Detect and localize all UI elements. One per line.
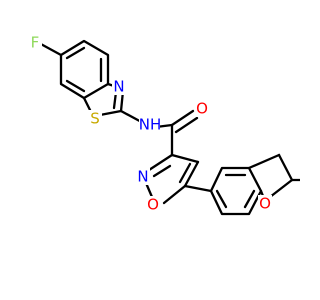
dihydrobenzofuran-oxygen-atom-label: O [259,195,271,213]
fluorine-bond [37,41,63,57]
isoxazole-to-aryl-bond [183,184,213,193]
benzothiazole-benzene-ring [59,39,110,100]
sulfur-atom-label: S [90,110,100,128]
isoxazole-n-c3-double [147,153,174,172]
carbonyl-double-bond-b [174,116,199,134]
carbonyl-o-label-bg [195,100,209,117]
dihydrofuran-ch-o-bond [268,178,294,199]
benzothiazole-n-label-bg [112,78,126,95]
amide-nh-label-bg [139,116,160,133]
carbonyl-double-bond-a [170,109,195,127]
thiazole-s-right-bond [98,109,123,117]
isoxazole-nitrogen-atom-label: N [137,168,148,186]
isoxazole-o-label-bg [146,196,160,213]
isoxazole-n-label-bg [136,168,150,185]
dihydrobenzofuran-inner-double-2 [243,189,256,209]
isoxazole-c4-c5-double [183,160,200,188]
dihydrofuran-ring [247,153,300,199]
benzothiazole-inner-double-1 [65,46,86,60]
carbonyl-oxygen-atom-label: O [196,100,208,118]
fluorine-label-bg [28,34,42,51]
isoxazole-ring [144,123,200,205]
dihydrofuran-ch2-ch-bond [277,153,294,182]
isoxazole-oxygen-atom-label: O [147,196,159,214]
isoxazole-o-n-bond [144,181,154,199]
isoxazole-c5-o-bond [162,184,187,205]
dihydrobenzofuran-inner-double-3 [215,189,228,209]
benzothiazole-nitrogen-atom-label: N [113,78,124,96]
dihydrobenzofuran-benzene-ring [209,166,263,216]
amide-nh-atom-label: NH [139,116,162,134]
isoxazole-c4-c5-inner [178,162,192,184]
chemical-structure-diagram: F N S NH O N O O [28,33,300,216]
fluorine-atom-label: F [31,34,40,52]
dihydrofuran-ch2-bond [247,153,281,170]
benzothiazole-inner-double-3 [65,79,86,93]
molecule-drawing: F N S NH O N O O [28,33,300,216]
dihydrobenzofuran-o-label-bg [258,195,272,212]
isoxazole-n-c3-inner [152,164,172,178]
isoxazole-c3-c4-bond [170,153,200,164]
sulfur-label-bg [88,110,102,127]
